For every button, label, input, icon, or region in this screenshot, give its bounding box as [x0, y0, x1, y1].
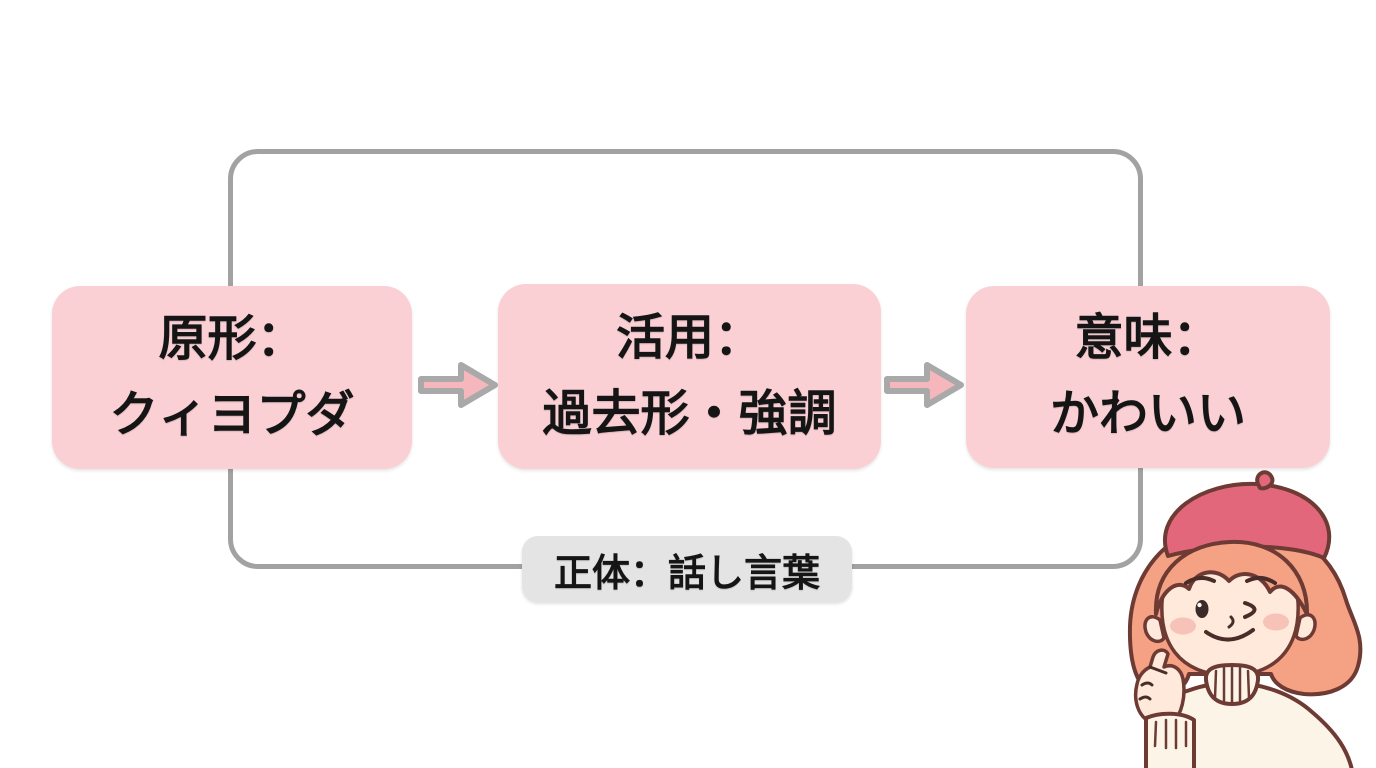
- meaning-title: 意味：: [1074, 311, 1222, 366]
- base-form-value: クィヨプダ: [109, 387, 355, 442]
- identity-label-text: 正体：話し言葉: [553, 552, 820, 595]
- meaning-value: かわいい: [1049, 387, 1246, 441]
- identity-label: 正体：話し言葉: [522, 536, 852, 602]
- arrow-right-icon: [418, 362, 498, 408]
- finger-heart-girl-icon: [1127, 470, 1363, 768]
- base-form-title: 原形：: [158, 311, 306, 366]
- flow-box-meaning: 意味： かわいい: [966, 286, 1330, 468]
- flow-box-conjugation: 活用： 過去形・強調: [498, 284, 881, 469]
- arrow-right-icon: [884, 362, 964, 408]
- winking-girl-illustration: [1090, 470, 1376, 768]
- flow-box-base-form: 原形： クィヨプダ: [52, 286, 412, 469]
- conjugation-title: 活用：: [615, 310, 763, 365]
- conjugation-value: 過去形・強調: [542, 386, 837, 441]
